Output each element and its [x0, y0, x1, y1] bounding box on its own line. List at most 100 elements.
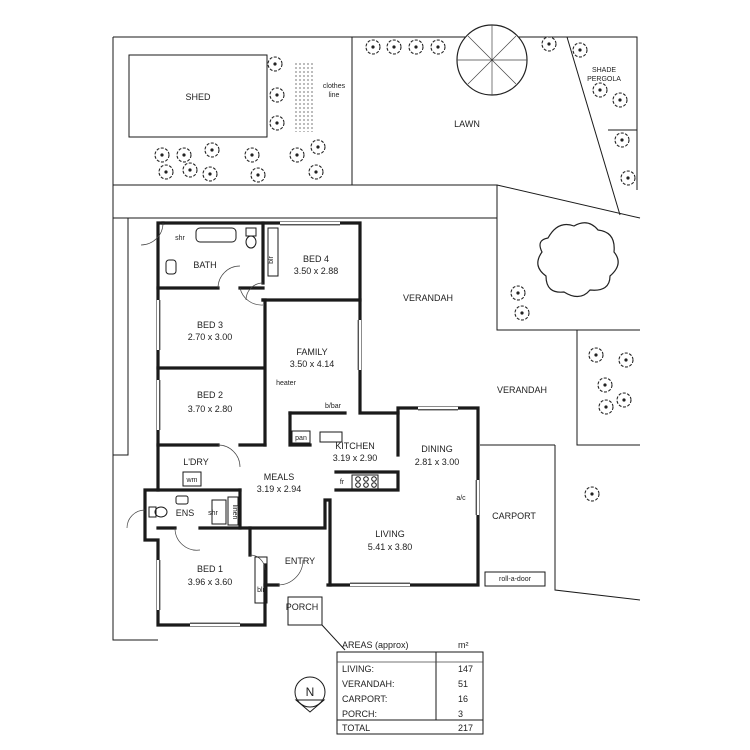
shed — [128, 54, 268, 138]
bathtub-icon — [195, 227, 237, 243]
stove-icon — [351, 474, 379, 490]
shrub-icon — [614, 132, 630, 148]
areas-unit: m² — [458, 640, 469, 650]
bed3-label: BED 3 — [197, 320, 223, 330]
washing-machine-label: wm — [186, 477, 198, 484]
areas-row-label: CARPORT: — [342, 694, 387, 704]
areas-row-value: 3 — [458, 709, 463, 719]
shrub-icon — [597, 377, 613, 393]
bath-label: BATH — [193, 260, 216, 270]
meals-dimensions: 3.19 x 2.94 — [257, 484, 302, 494]
shed-label: SHED — [185, 92, 211, 102]
areas-total-label: TOTAL — [342, 723, 370, 733]
entry-label: ENTRY — [285, 556, 315, 566]
shrub-icon — [365, 39, 381, 55]
ensuite-shower-label: shr — [208, 510, 218, 517]
shrub-icon — [250, 167, 266, 183]
washing-machine — [182, 471, 202, 487]
shrub-icon — [510, 285, 526, 301]
north-arrow-icon: N — [294, 676, 326, 713]
carport-label: CARPORT — [492, 511, 536, 521]
bed1-robe-label: blr — [257, 587, 265, 594]
shrub-icon — [584, 486, 600, 502]
kitchen-label: KITCHEN — [335, 441, 375, 451]
pantry — [291, 430, 311, 444]
roll-a-door — [484, 571, 546, 587]
shade-pergola-label-2: PERGOLA — [587, 76, 621, 83]
shrub-icon — [616, 392, 632, 408]
areas-title: AREAS (approx) — [342, 640, 409, 650]
shrub-icon — [182, 162, 198, 178]
dining-label: DINING — [421, 444, 453, 454]
bed1-dimensions: 3.96 x 3.60 — [188, 577, 233, 587]
air-conditioner-label: a/c — [456, 495, 466, 502]
toilet-icon — [148, 506, 168, 518]
clothes-line-label-2: line — [329, 92, 340, 99]
verandah-label-1: VERANDAH — [403, 293, 453, 303]
areas-total-value: 217 — [458, 723, 473, 733]
shrub-icon — [267, 56, 283, 72]
site-boundary — [112, 36, 641, 651]
shrub-icon — [572, 42, 588, 58]
shrub-icon — [514, 305, 530, 321]
shrub-icon — [386, 39, 402, 55]
house-walls — [143, 221, 480, 627]
shrub-icon — [269, 115, 285, 131]
family-dimensions: 3.50 x 4.14 — [290, 359, 335, 369]
robe-bed1 — [254, 556, 268, 604]
bed2-dimensions: 3.70 x 2.80 — [188, 404, 233, 414]
areas-row-label: VERANDAH: — [342, 679, 395, 689]
shrub-icon — [289, 147, 305, 163]
laundry-label: L'DRY — [183, 457, 209, 467]
areas-table: AREAS (approx) m² LIVING:147VERANDAH:51C… — [336, 640, 484, 735]
windows — [156, 221, 480, 627]
ensuite-label: ENS — [176, 508, 195, 518]
areas-row-value: 147 — [458, 664, 473, 674]
tree-icon — [456, 24, 528, 96]
porch-label: PORCH — [286, 602, 319, 612]
dining-dimensions: 2.81 x 3.00 — [415, 457, 460, 467]
lawn-label: LAWN — [454, 119, 480, 129]
shrub-icon — [612, 92, 628, 108]
shade-pergola-label-1: SHADE — [592, 67, 616, 74]
shrub-icon — [176, 147, 192, 163]
breakfast-bar-label: b/bar — [325, 403, 342, 410]
roll-a-door-label: roll-a-door — [499, 576, 532, 583]
doors — [126, 222, 304, 586]
areas-row-label: PORCH: — [342, 709, 377, 719]
shrub-icon — [408, 39, 424, 55]
bed4-robe-label: blr — [268, 255, 275, 263]
sink-icon — [165, 259, 177, 275]
linen-cupboard — [227, 496, 239, 526]
shrub-icon — [430, 39, 446, 55]
kitchen-dimensions: 3.19 x 2.90 — [333, 453, 378, 463]
areas-row-value: 51 — [458, 679, 468, 689]
living-label: LIVING — [375, 529, 405, 539]
landscape-shrubs — [154, 36, 636, 502]
porch — [287, 596, 323, 626]
bed4-label: BED 4 — [303, 254, 329, 264]
compass-letter: N — [306, 685, 315, 699]
family-label: FAMILY — [296, 347, 327, 357]
living-dimensions: 5.41 x 3.80 — [368, 542, 413, 552]
bed4-dimensions: 3.50 x 2.88 — [294, 266, 339, 276]
pantry-label: pan — [295, 435, 307, 442]
sink-icon — [175, 495, 189, 505]
heater-label: heater — [276, 380, 297, 387]
shrub-icon — [202, 166, 218, 182]
shrub-icon — [204, 142, 220, 158]
meals-label: MEALS — [264, 472, 295, 482]
verandah-label-2: VERANDAH — [497, 385, 547, 395]
bed1-label: BED 1 — [197, 564, 223, 574]
shrub-icon — [154, 147, 170, 163]
shower-cabinet — [211, 499, 227, 525]
shrub-icon — [592, 82, 608, 98]
clothes-line-label-1: clothes — [323, 83, 346, 90]
shrub-icon — [620, 170, 636, 186]
tree-icon — [537, 222, 619, 298]
fridge-label: fr — [340, 479, 345, 486]
bath-shower-label: shr — [175, 235, 185, 242]
shrub-icon — [310, 139, 326, 155]
shrub-icon — [541, 36, 557, 52]
shrub-icon — [618, 352, 634, 368]
